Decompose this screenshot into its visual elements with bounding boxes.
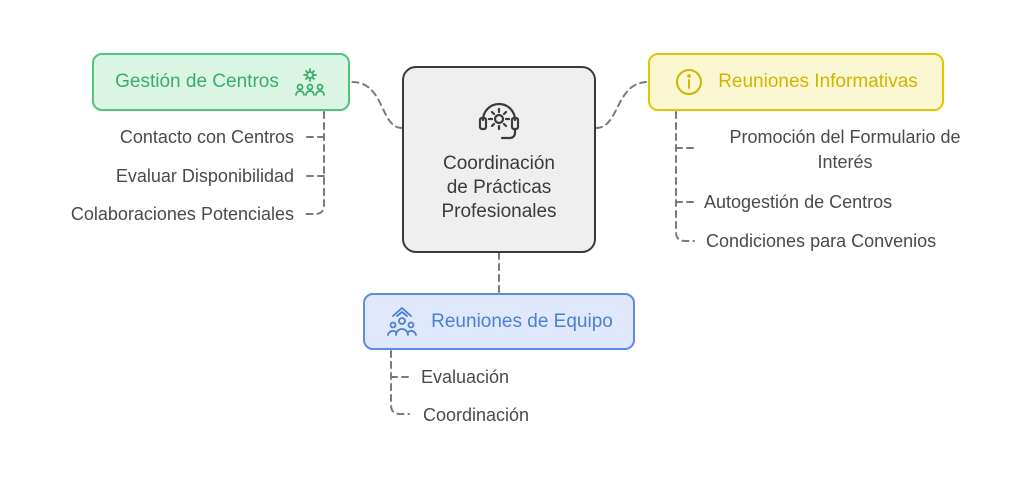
equipo-item: Coordinación [423, 405, 530, 425]
center-node[interactable]: Coordinación de Prácticas Profesionales [402, 66, 596, 253]
connector-informativas-items [675, 111, 695, 242]
informativas-item: Autogestión de Centros [704, 192, 893, 212]
connector-gestion-items [305, 111, 325, 215]
gestion-item: Colaboraciones Potenciales [70, 204, 294, 224]
people-gear-icon [293, 65, 327, 99]
center-title-line: de Prácticas [446, 176, 552, 198]
reuniones-informativas-node[interactable]: Reuniones Informativas [648, 53, 944, 111]
center-title: Coordinación de Prácticas Profesionales [441, 152, 556, 224]
informativas-item: Promoción del Formulario de [729, 127, 961, 147]
reuniones-equipo-label: Reuniones de Equipo [431, 310, 613, 332]
equipo-item: Evaluación [421, 367, 510, 387]
informativas-item: Interés [817, 152, 873, 172]
informativas-item: Condiciones para Convenios [706, 231, 937, 251]
headset-gear-icon [475, 96, 523, 144]
reuniones-equipo-node[interactable]: Reuniones de Equipo [363, 293, 635, 350]
info-circle-icon [674, 67, 704, 97]
connector-equipo-items [390, 350, 410, 415]
connector-center-informativas [595, 81, 649, 129]
gestion-item: Evaluar Disponibilidad [115, 166, 294, 186]
center-title-line: Profesionales [441, 200, 557, 222]
reuniones-informativas-label: Reuniones Informativas [718, 71, 918, 92]
center-title-line: Coordinación [443, 152, 555, 174]
connector-center-gestion [351, 81, 403, 129]
team-growth-icon [385, 305, 419, 339]
gestion-centros-node[interactable]: Gestión de Centros [92, 53, 350, 111]
gestion-item: Contacto con Centros [119, 127, 294, 147]
gestion-centros-label: Gestión de Centros [115, 71, 279, 92]
